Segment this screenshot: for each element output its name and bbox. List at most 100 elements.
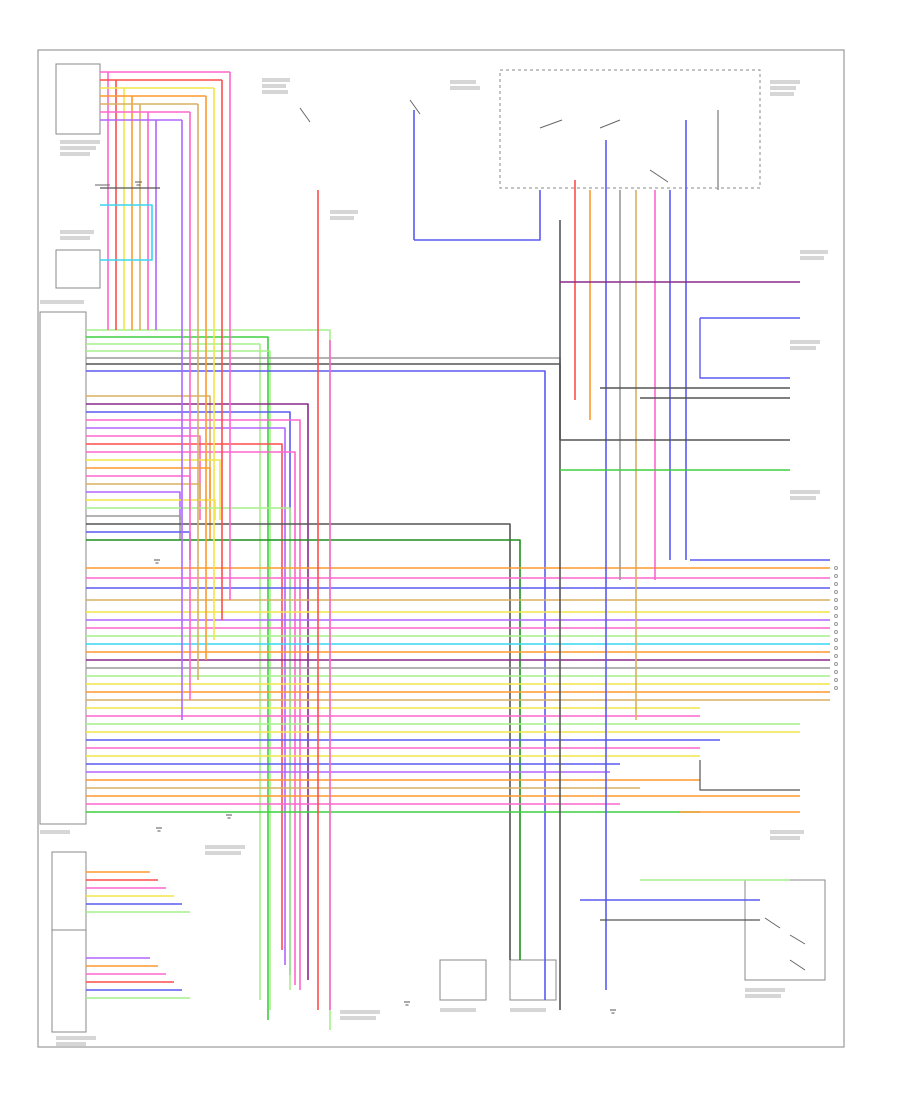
label-block-22 (770, 830, 804, 834)
connector-pin-icon (834, 622, 838, 626)
wire-route-26 (86, 539, 521, 960)
main-control-module-box (39, 311, 87, 825)
wire-route-12 (86, 427, 286, 965)
label-block-33 (40, 830, 70, 834)
wire-route-22 (86, 507, 291, 990)
lower-right-black-2 (699, 760, 800, 791)
connector-pin-icon (834, 638, 838, 642)
connector-pin-icon (834, 566, 838, 570)
top-left-module-box (55, 63, 101, 135)
label-block-30 (56, 1036, 96, 1040)
diagram-frame (37, 49, 845, 1048)
connector-pin-icon (834, 590, 838, 594)
label-block-35 (205, 851, 241, 855)
wire-route-11 (86, 419, 301, 990)
label-block-13 (770, 80, 800, 84)
ground-symbol-icon (404, 1001, 410, 1006)
label-block-15 (770, 92, 794, 96)
wire-route-4 (86, 350, 271, 1010)
right-harness-blue-2 (699, 318, 790, 379)
wire-route-1 (86, 329, 331, 1030)
wire-route-15 (86, 451, 296, 985)
label-block-23 (770, 836, 800, 840)
switch-contact-icon (789, 934, 806, 945)
connector-pin-icon (834, 630, 838, 634)
wire-route-17 (86, 467, 211, 540)
connector-pin-icon (834, 654, 838, 658)
ground-symbol-icon (226, 814, 232, 819)
label-block-1 (60, 140, 100, 144)
ground-symbol-icon (154, 559, 160, 564)
switch-contact-icon (539, 119, 563, 129)
wire-route-14 (86, 443, 283, 950)
wire-route-7 (86, 370, 546, 1000)
cyan-loop-wire (100, 204, 153, 261)
label-block-32 (40, 300, 84, 304)
label-block-9 (330, 210, 358, 214)
label-block-6 (262, 78, 290, 82)
wire-route-16 (86, 459, 221, 520)
wire-route-18 (86, 475, 191, 510)
switch-contact-icon (299, 107, 311, 123)
wire-route-3 (86, 343, 261, 1000)
connector-pin-icon (834, 670, 838, 674)
label-block-27 (510, 1008, 546, 1012)
switch-box-bottom-right (744, 879, 826, 981)
connector-pin-icon (834, 598, 838, 602)
label-block-4 (60, 230, 94, 234)
label-block-2 (60, 146, 96, 150)
ground-symbol-icon (156, 827, 162, 832)
label-block-21 (790, 496, 816, 500)
right-connector-pins (834, 566, 838, 690)
component-label-blocks (40, 78, 828, 1046)
wire-route-23 (86, 515, 181, 540)
switch-contact-icon (649, 169, 669, 183)
label-block-12 (450, 86, 480, 90)
lower-left-module-box (51, 851, 87, 1033)
wire-route-20 (86, 491, 181, 520)
wire-route-21 (86, 499, 216, 520)
switch-contact-icon (789, 959, 806, 971)
wire-route-25 (86, 531, 191, 560)
wire-route-19 (86, 483, 201, 500)
label-block-24 (340, 1010, 380, 1014)
wire-route-8 (86, 395, 211, 500)
wire-route-2 (86, 336, 269, 1020)
label-block-10 (330, 216, 354, 220)
label-block-34 (205, 845, 245, 849)
connector-pin-icon (834, 582, 838, 586)
connector-pin-icon (834, 614, 838, 618)
wire-group (86, 71, 830, 1030)
label-block-18 (790, 340, 820, 344)
label-block-17 (800, 256, 824, 260)
label-block-14 (770, 86, 796, 90)
ground-symbols (135, 181, 616, 1014)
switch-contacts (95, 99, 806, 971)
connector-pin-icon (834, 606, 838, 610)
switch-contact-icon (409, 99, 421, 115)
label-block-29 (745, 994, 781, 998)
ground-symbol-icon (135, 181, 142, 186)
label-block-31 (56, 1042, 86, 1046)
label-block-7 (262, 84, 286, 88)
label-block-28 (745, 988, 785, 992)
connector-pin-icon (834, 686, 838, 690)
label-block-16 (800, 250, 828, 254)
label-block-19 (790, 346, 816, 350)
label-block-5 (60, 236, 90, 240)
switch-contact-icon (599, 119, 621, 129)
fuse-box-left (55, 249, 101, 289)
wire-route-24 (86, 523, 511, 960)
label-block-11 (450, 80, 476, 84)
hinge-area (499, 69, 761, 189)
lower-left-module-box-2 (51, 929, 87, 1033)
label-block-8 (262, 90, 288, 94)
label-block-3 (60, 152, 90, 156)
ground-symbol-icon (610, 1009, 616, 1014)
component-boxes (39, 63, 826, 1033)
relay-box-1 (439, 959, 487, 1001)
connector-pin-icon (834, 646, 838, 650)
connector-pin-icon (834, 678, 838, 682)
connector-pin-icon (834, 662, 838, 666)
